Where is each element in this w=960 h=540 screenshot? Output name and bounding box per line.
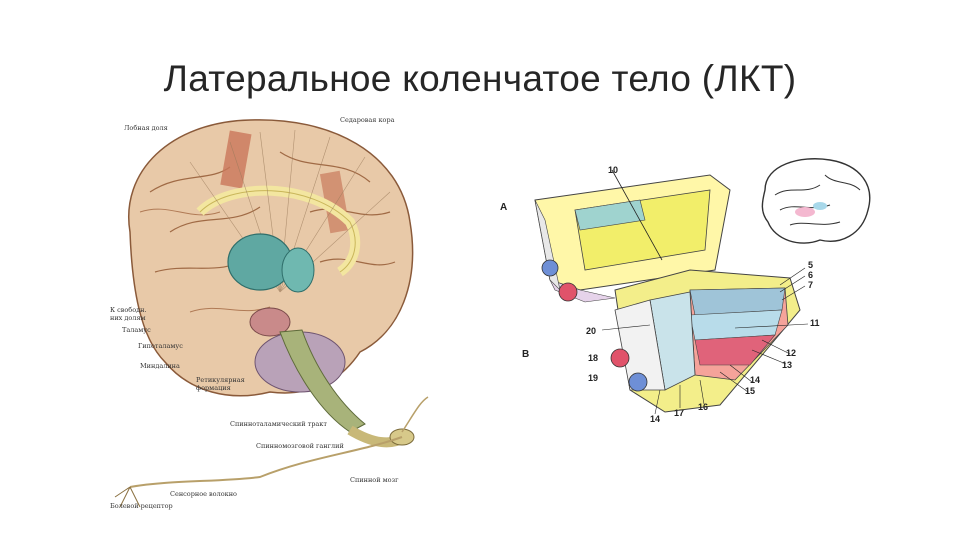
label-num-7: 7: [808, 280, 813, 290]
label-num-15: 15: [745, 386, 755, 396]
label-num-11: 11: [810, 318, 820, 328]
label-num-18: 18: [588, 353, 598, 363]
label-num-14-lower: 14: [650, 414, 660, 424]
label-frontal-lobe: Лобная доля: [124, 124, 168, 132]
label-num-14-upper: 14: [750, 375, 760, 385]
label-ganglion: Спинномозговой ганглий: [256, 442, 344, 450]
label-num-6: 6: [808, 270, 813, 280]
lgn-block-a: [534, 169, 731, 303]
label-num-20: 20: [586, 326, 596, 336]
label-num-5: 5: [808, 260, 813, 270]
brain-side-icon: [761, 158, 871, 244]
label-thalamus: Таламус: [122, 326, 151, 334]
label-reticular-1: Ретикулярная: [196, 376, 245, 384]
label-mid1: К свободн.: [110, 306, 147, 314]
label-num-17: 17: [674, 408, 684, 418]
label-num-10: 10: [608, 165, 618, 175]
label-pain-receptor: Болевой рецептор: [110, 502, 173, 510]
lgn-block-b: [601, 267, 809, 415]
label-reticular-2: формация: [196, 384, 231, 392]
label-top-right: Седаровая кора: [340, 116, 395, 124]
label-num-13: 13: [782, 360, 792, 370]
label-mid2: них долям: [110, 314, 146, 322]
label-num-19: 19: [588, 373, 598, 383]
label-num-16: 16: [698, 402, 708, 412]
label-num-12: 12: [786, 348, 796, 358]
slide-title: Латеральное коленчатое тело (ЛКТ): [163, 58, 797, 99]
label-letter-b: В: [522, 349, 529, 360]
brain-illustration: Лобная доля Седаровая кора К свободн. ни…: [110, 116, 429, 510]
label-letter-a: А: [500, 202, 507, 213]
label-amygdala: Миндалина: [140, 362, 180, 370]
lgn-diagram: А В 10 5 6 7 11 12 13 14 15 16 17 14 18 …: [500, 158, 871, 424]
label-spinal-cord: Спинной мозг: [350, 476, 399, 484]
label-hypothalamus: Гипоталамус: [138, 342, 183, 350]
label-tract: Спинноталамический тракт: [230, 420, 327, 428]
label-sensory-fiber: Сенсорное волокно: [170, 490, 237, 498]
